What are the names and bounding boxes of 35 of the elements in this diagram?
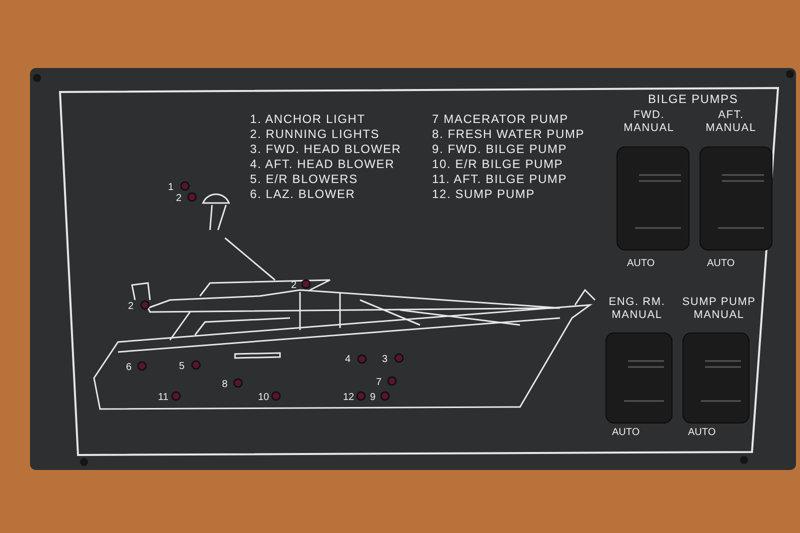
key-entry: 4. AFT. HEAD BLOWER: [250, 157, 395, 172]
callout-number: 9: [370, 391, 376, 405]
key-entry: 9. FWD. BILGE PUMP: [432, 142, 568, 157]
callout-number: 5: [179, 360, 185, 374]
key-entry: 3. FWD. HEAD BLOWER: [250, 142, 402, 157]
switch-label: ENG. RM. MANUAL: [608, 296, 666, 322]
switch-label: AUTO: [688, 426, 716, 440]
callout-number: 8: [222, 378, 228, 392]
callout-number: 2: [291, 279, 297, 293]
key-entry: 8. FRESH WATER PUMP: [432, 127, 585, 142]
callout-number: 1: [168, 181, 174, 195]
key-entry: 6. LAZ. BLOWER: [250, 187, 356, 202]
switch-label: AUTO: [612, 426, 640, 440]
switch-label: FWD. MANUAL: [623, 109, 675, 135]
callout-number: 3: [382, 353, 388, 367]
callout-number: 10: [258, 391, 270, 405]
key-entry: 2. RUNNING LIGHTS: [250, 127, 380, 142]
key-entry: 1. ANCHOR LIGHT: [250, 112, 366, 127]
switch-label: AUTO: [627, 257, 655, 271]
callout-number: 4: [345, 353, 351, 367]
key-entry: 12. SUMP PUMP: [432, 187, 535, 202]
key-entry: 11. AFT. BILGE PUMP: [432, 172, 568, 187]
callout-number: 2: [176, 192, 182, 206]
section-heading: BILGE PUMPS: [648, 92, 738, 107]
callout-number: 7: [376, 376, 382, 390]
key-entry: 10. E/R BILGE PUMP: [432, 157, 564, 172]
switch-label: AUTO: [707, 257, 735, 271]
callout-number: 11: [158, 391, 168, 405]
switch-label: SUMP PUMP MANUAL: [681, 296, 757, 322]
key-entry: 5. E/R BLOWERS: [250, 172, 358, 187]
callout-number: 6: [126, 361, 132, 375]
switch-label: AFT. MANUAL: [705, 109, 757, 135]
key-entry: 7 MACERATOR PUMP: [432, 112, 568, 127]
callout-number: 12: [343, 391, 354, 405]
callout-number: 2: [128, 300, 134, 314]
